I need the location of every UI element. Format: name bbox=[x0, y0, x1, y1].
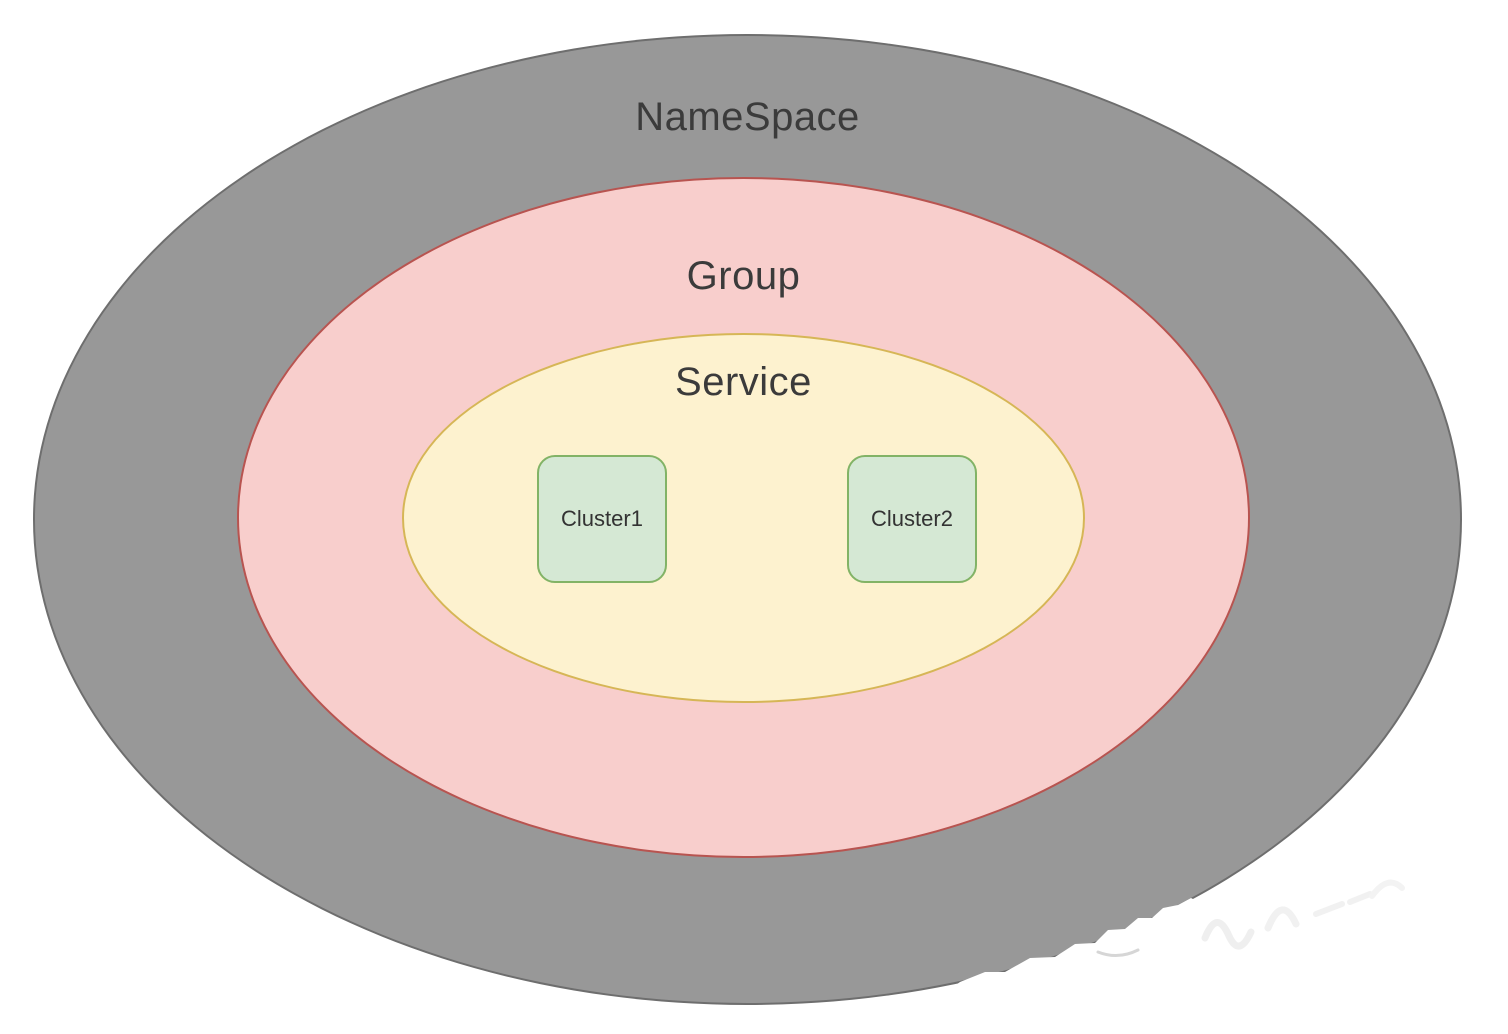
group-label: Group bbox=[686, 254, 801, 298]
cluster2-label: Cluster2 bbox=[871, 506, 953, 531]
cluster1-label: Cluster1 bbox=[561, 506, 643, 531]
cluster2-box: Cluster2 bbox=[847, 455, 977, 583]
service-label: Service bbox=[675, 360, 812, 404]
namespace-label: NameSpace bbox=[635, 95, 860, 139]
cluster1-box: Cluster1 bbox=[537, 455, 667, 583]
